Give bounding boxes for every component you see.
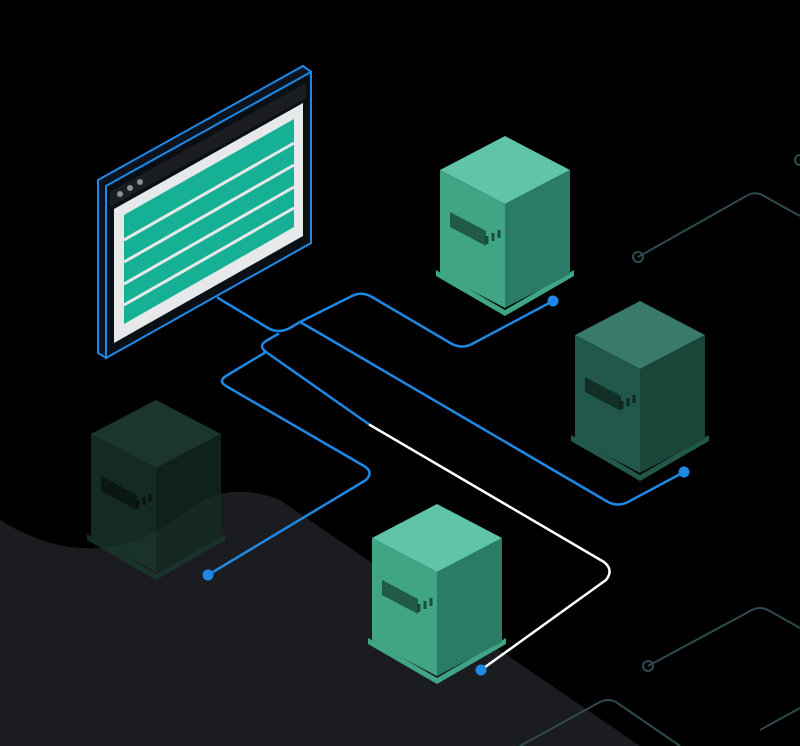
window-dot-1 [117,191,123,197]
endpoint-dot-right [679,467,690,478]
window-dot-3 [137,179,143,185]
endpoint-dot-bottom [476,665,487,676]
endpoint-dot-left [203,570,214,581]
endpoint-dot-top [548,296,559,307]
window-dot-2 [127,185,133,191]
